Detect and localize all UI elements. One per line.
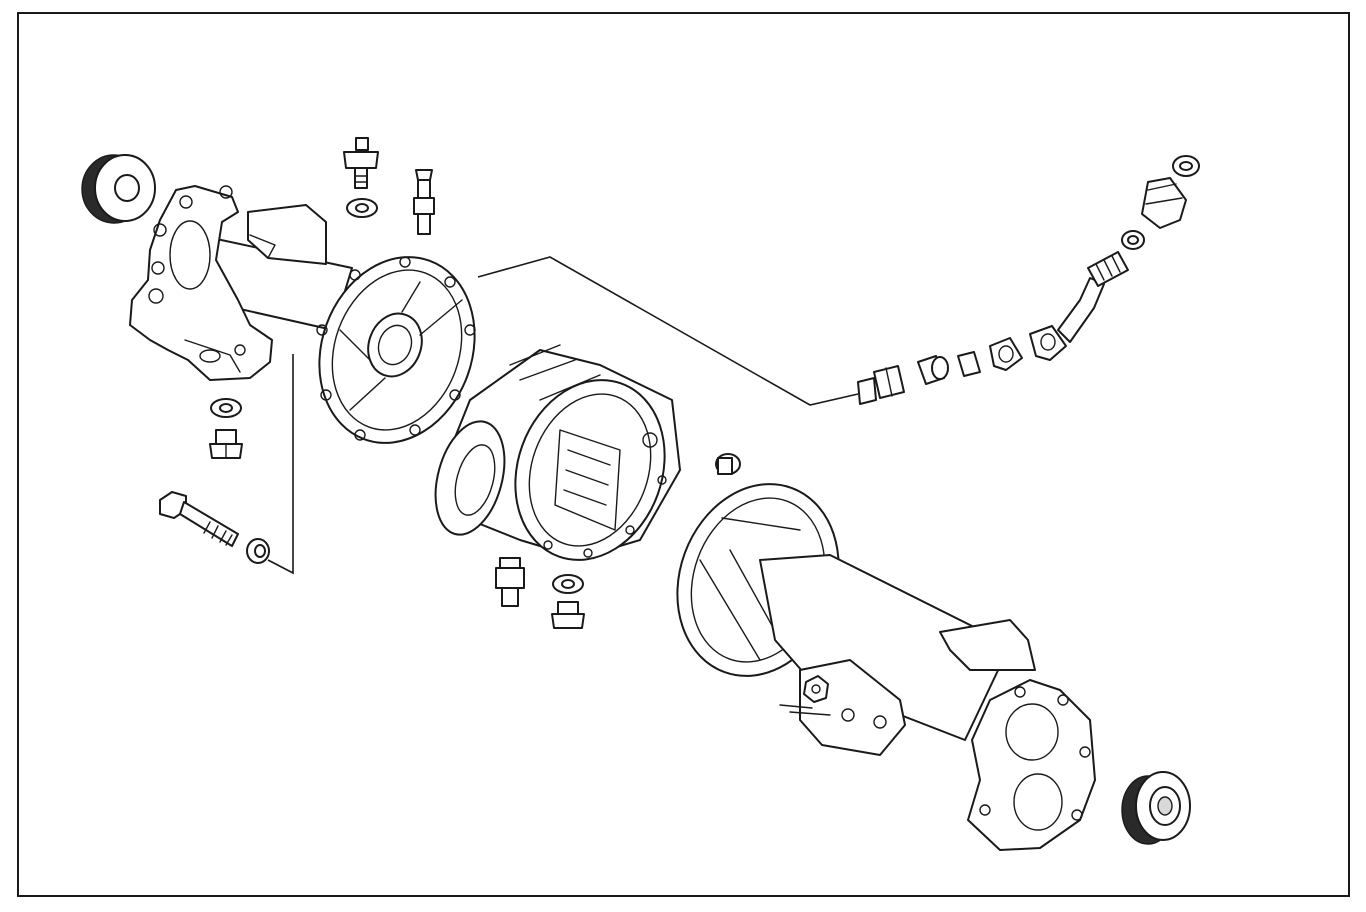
filler-plug: [551, 601, 585, 629]
breather-washer: [346, 198, 378, 218]
drain-plug: [209, 429, 243, 459]
hose-nut: [989, 325, 1067, 371]
bearing-right: [1121, 771, 1191, 845]
leader-line-hose: [477, 256, 859, 406]
bleeder-cap: [715, 453, 741, 475]
leader-lines: [267, 256, 859, 575]
rubber-cap: [1141, 177, 1187, 229]
fitting-valve: [495, 557, 525, 607]
filler-washer: [552, 574, 584, 594]
cap-washer-top: [1172, 155, 1200, 177]
axle-flange-right: [967, 679, 1096, 851]
leader-line-bolt: [267, 354, 294, 575]
center-flange: [316, 256, 476, 444]
breather-valve-small: [413, 169, 435, 235]
hose-fitting: [857, 365, 905, 405]
axle-housing-right: [676, 483, 1036, 756]
hose-union: [917, 351, 981, 385]
carrier-bolt: [159, 491, 239, 547]
bolt-washer: [246, 538, 270, 564]
vent-hose-assembly: [1057, 251, 1129, 343]
breather-valve: [343, 137, 379, 189]
axle-housing-left: [129, 185, 353, 381]
bearing-left: [81, 154, 156, 224]
cap-washer: [1121, 230, 1145, 250]
differential-carrier: [434, 344, 681, 561]
hex-nut: [803, 675, 829, 703]
drain-washer: [210, 398, 242, 418]
